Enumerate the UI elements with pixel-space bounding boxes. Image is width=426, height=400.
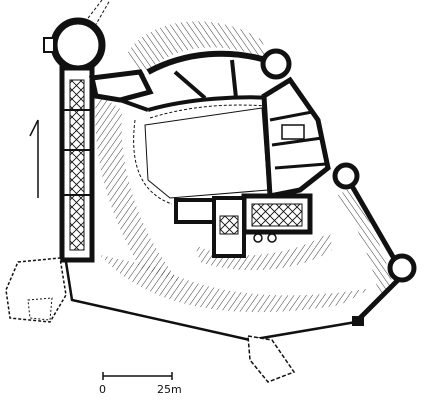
scale-start-label: 0 — [99, 383, 106, 396]
chapel — [174, 193, 313, 258]
inner-courtyard — [133, 107, 269, 205]
north-buildings — [88, 50, 277, 119]
east-slope — [338, 188, 392, 300]
scale-end-label: 25m — [157, 383, 182, 396]
outer-south-wall — [64, 261, 357, 383]
path-dashed-2 — [94, 0, 111, 27]
outer-east-wall — [349, 184, 417, 326]
west-range — [59, 65, 95, 263]
south-slope — [100, 255, 372, 313]
west-slope — [95, 92, 180, 282]
east-range — [261, 76, 331, 200]
east-tower — [332, 162, 360, 190]
northwest-tower — [43, 17, 106, 73]
northeast-tower — [260, 48, 292, 80]
path-dashed — [84, 0, 103, 23]
north-slope — [128, 21, 268, 78]
scale-bar: 0 25m — [99, 372, 182, 396]
slope-hatching — [95, 21, 392, 313]
inner-slope — [195, 232, 332, 271]
southwest-bastion — [5, 257, 67, 323]
north-arrow-icon — [29, 119, 39, 198]
